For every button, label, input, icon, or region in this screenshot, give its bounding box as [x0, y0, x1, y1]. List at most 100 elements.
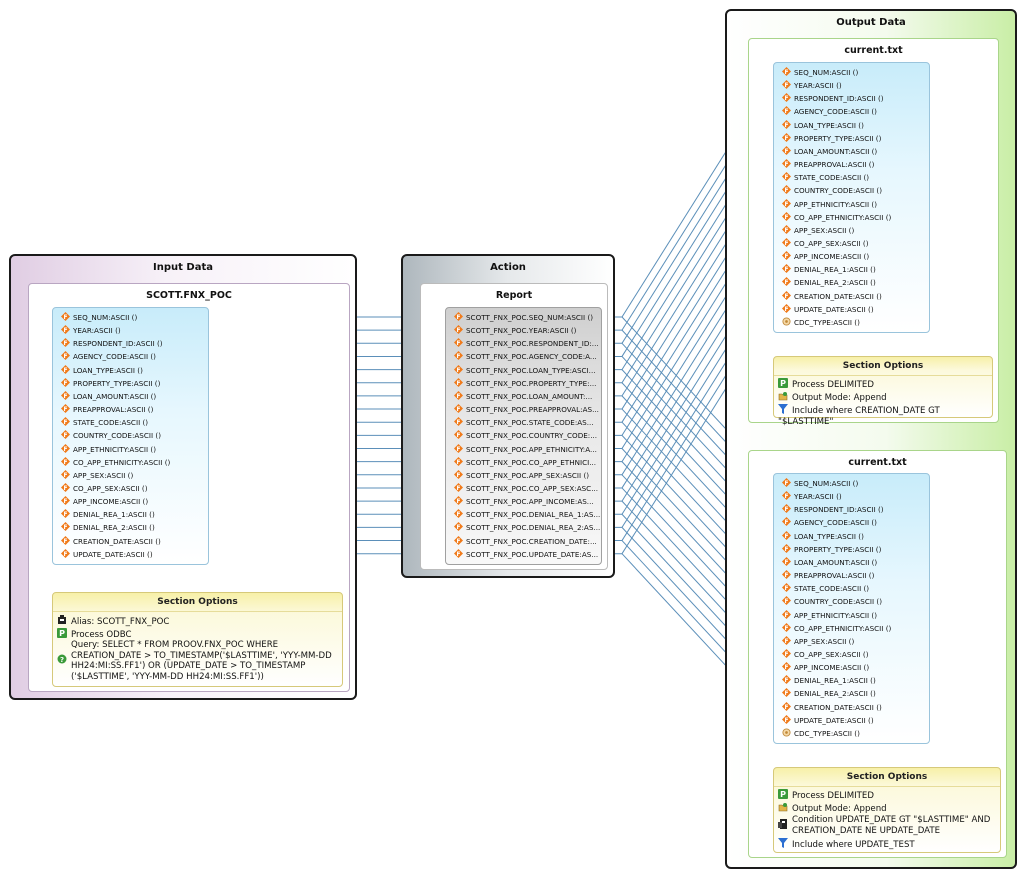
output-mode-option[interactable]: Output Mode: Append — [778, 391, 988, 404]
query-option[interactable]: ? Query: SELECT * FROM PROOV.FNX_POC WHE… — [57, 640, 338, 682]
svg-text:F: F — [785, 201, 789, 207]
include-option[interactable]: Include where UPDATE_TEST — [778, 838, 996, 851]
field-icon: F — [782, 93, 791, 103]
field-icon: F — [454, 430, 463, 440]
filter-icon — [778, 838, 788, 848]
field-row[interactable]: CDC_TYPE:ASCII () — [782, 317, 860, 329]
condition-option[interactable]: Condition UPDATE_DATE GT "$LASTTIME" AND… — [778, 815, 996, 836]
svg-text:F: F — [457, 538, 461, 544]
field-label: RESPONDENT_ID:ASCII () — [73, 339, 163, 349]
field-label: SCOTT_FNX_POC.CO_APP_SEX:ASC... — [466, 483, 599, 493]
svg-text:?: ? — [60, 656, 64, 664]
alias-option[interactable]: Alias: SCOTT_FNX_POC — [57, 615, 338, 628]
field-label: SCOTT_FNX_POC.COUNTRY_CODE:... — [466, 431, 598, 441]
field-icon: F — [454, 364, 463, 374]
include-option[interactable]: Include where CREATION_DATE GT "$LASTTIM… — [778, 404, 988, 427]
svg-text:F: F — [64, 354, 68, 360]
output-mode-option[interactable]: Output Mode: Append — [778, 802, 996, 815]
svg-text:F: F — [785, 718, 789, 724]
field-row[interactable]: CDC_TYPE:ASCII () — [782, 728, 860, 740]
